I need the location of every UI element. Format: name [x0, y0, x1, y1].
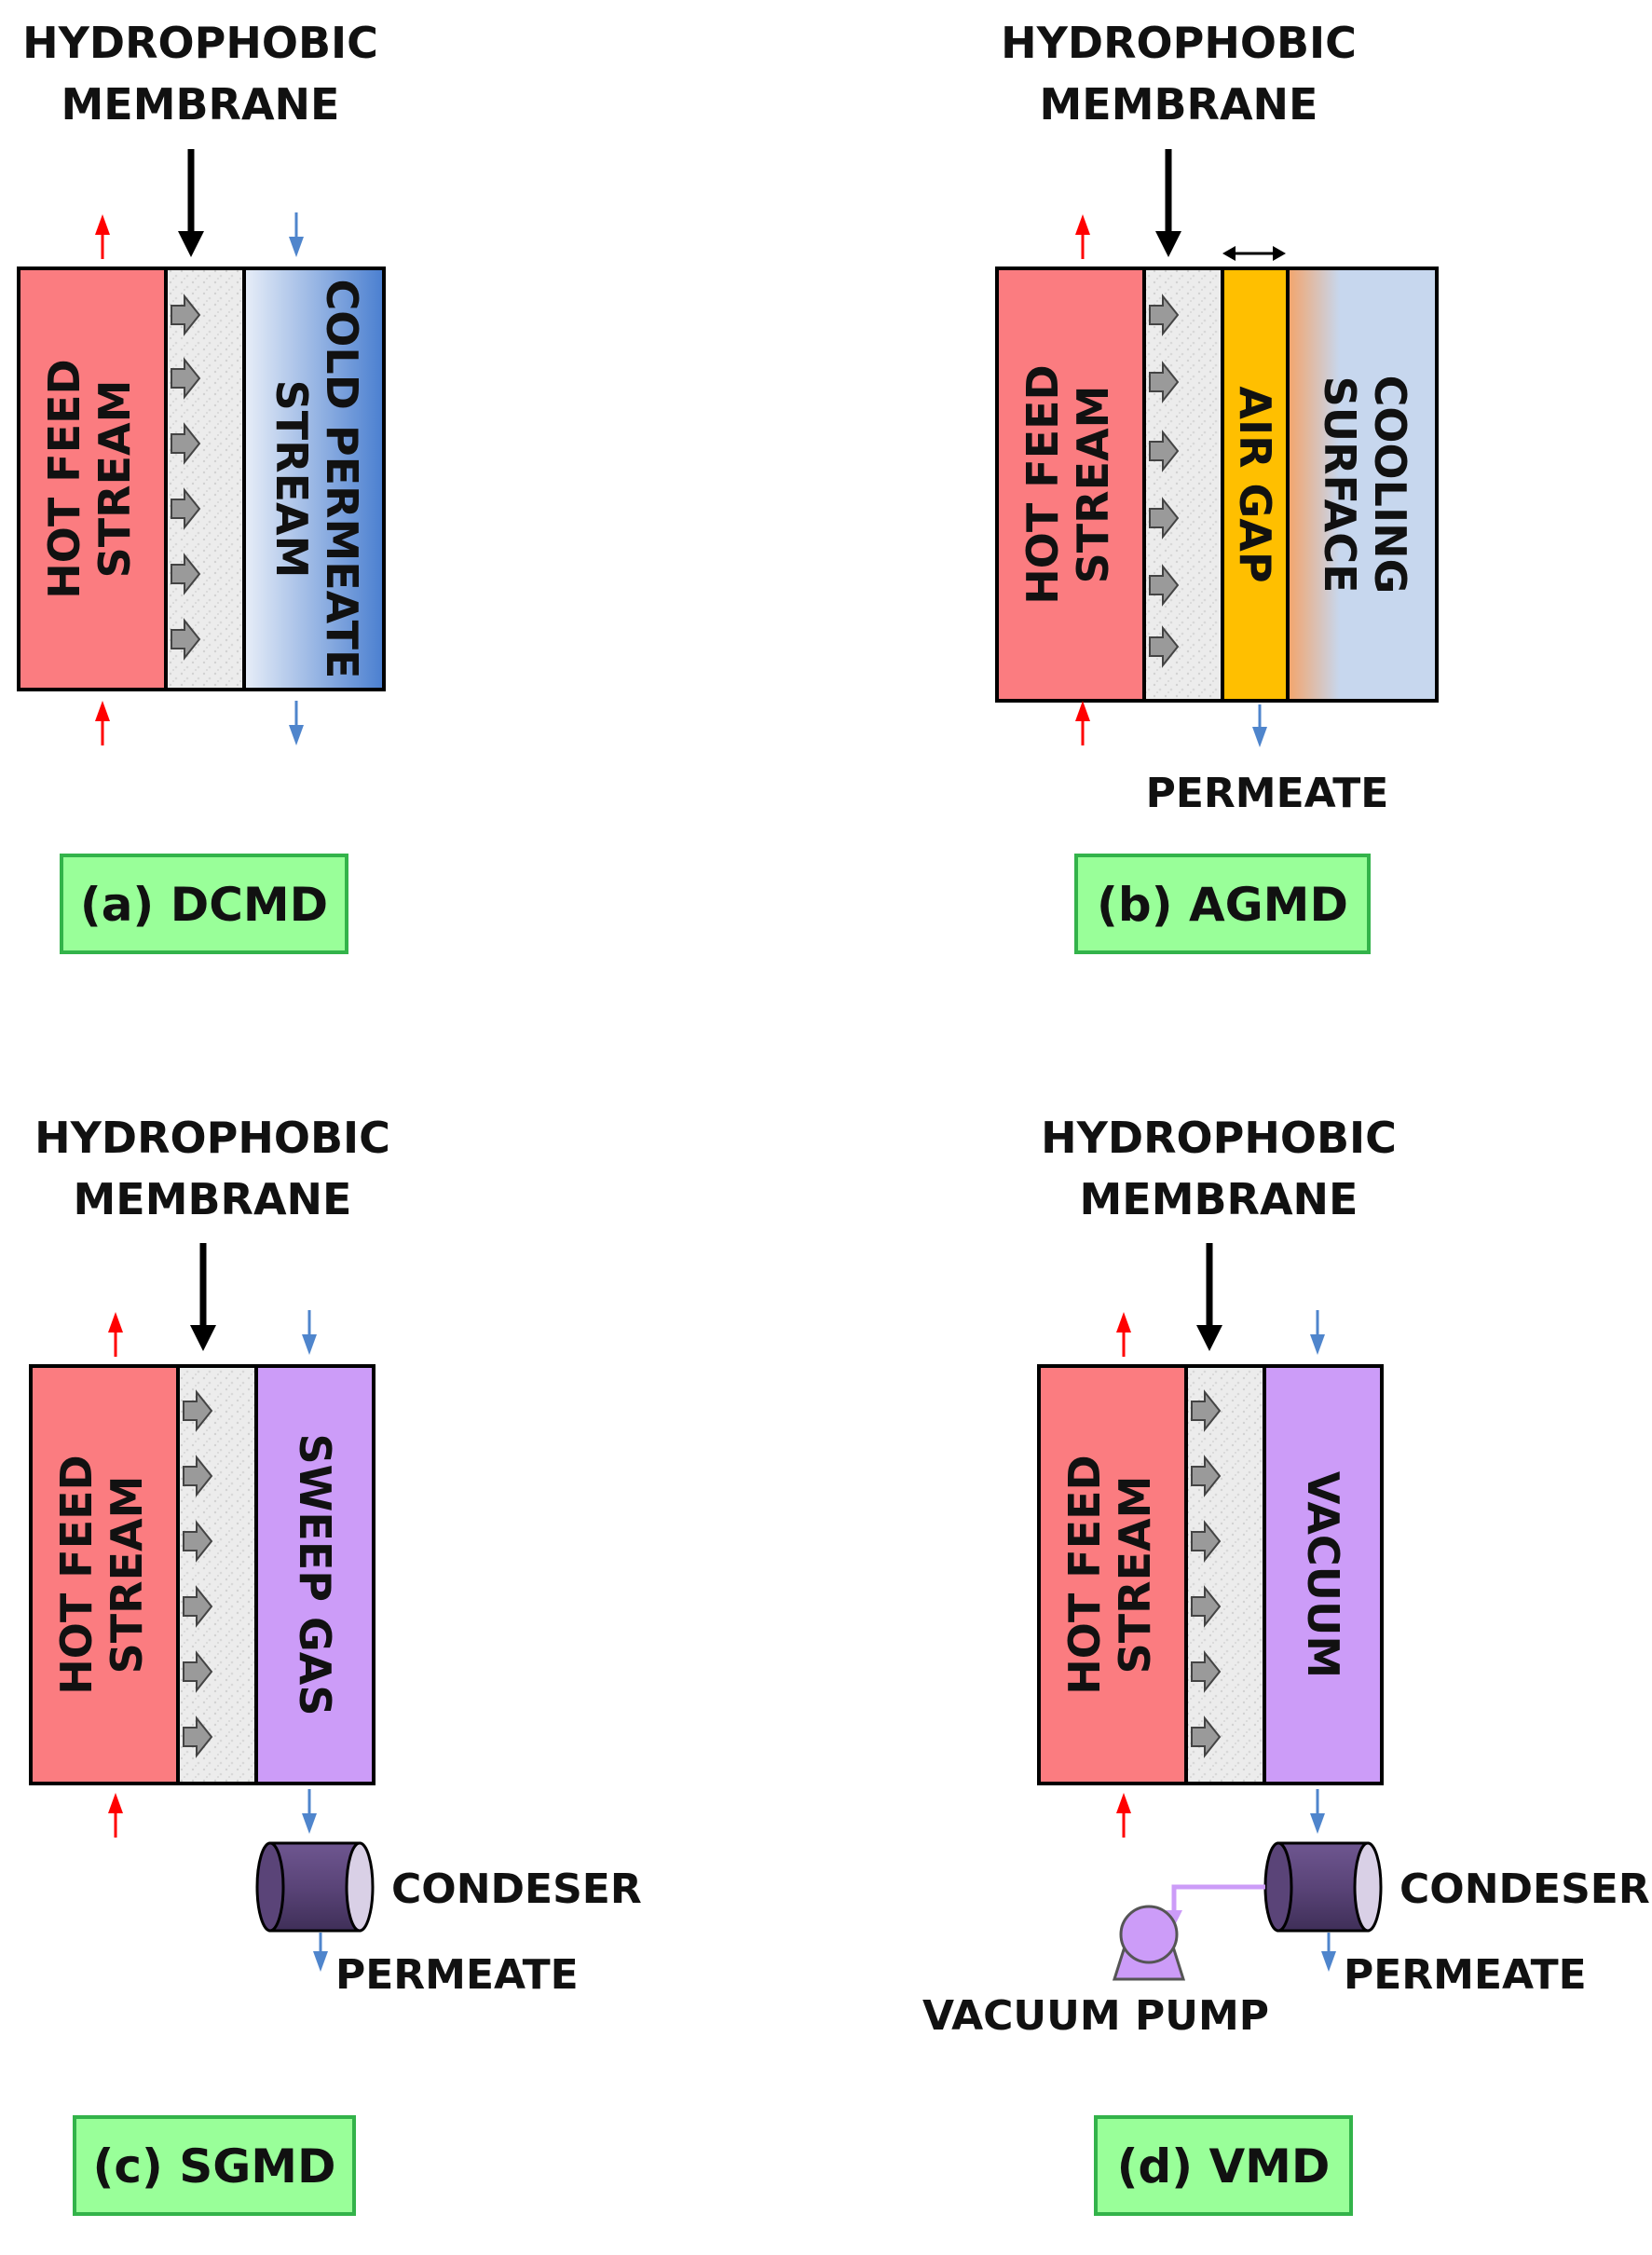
cold-arrow-top — [302, 1310, 317, 1355]
hot-arrow-bottom — [95, 701, 110, 745]
membrane-box — [1184, 1364, 1266, 1785]
header-membrane: MEMBRANE — [1040, 79, 1318, 130]
cooling-surface-box — [1286, 266, 1439, 703]
permeate-arrow — [1321, 1933, 1336, 1972]
membrane-pointer-arrow — [1155, 149, 1181, 257]
hot-arrow-top — [95, 214, 110, 259]
hot-feed-stream-box — [29, 1364, 180, 1785]
hot-feed-label-line1: HOT FEED — [1017, 364, 1068, 604]
membrane-box — [1142, 266, 1224, 703]
permeate-arrow — [313, 1933, 328, 1972]
hot-feed-stream-box — [1037, 1364, 1188, 1785]
cold-permeate-label-line1: COLD PERMEATE — [317, 280, 367, 679]
cold-permeate-stream-box — [242, 266, 386, 691]
condenser-icon — [1263, 1841, 1383, 1933]
vacuum-to-condenser-arrow — [1310, 1789, 1325, 1834]
cooling-label-line2: SURFACE — [1315, 376, 1365, 594]
caption-c: (c) SGMD — [92, 2139, 335, 2194]
vapor-arrows — [171, 294, 201, 661]
permeate-arrow — [1252, 704, 1267, 747]
caption-box-a — [60, 854, 348, 954]
cold-arrow-top — [1310, 1310, 1325, 1355]
membrane-box — [176, 1364, 258, 1785]
permeate-label: PERMEATE — [1344, 1951, 1587, 1999]
hot-feed-label-line2: STREAM — [1110, 1476, 1160, 1674]
hot-arrow-bottom — [108, 1793, 123, 1838]
air-gap-label: AIR GAP — [1230, 386, 1280, 582]
gas-to-condenser-arrow — [302, 1789, 317, 1834]
hot-arrow-top — [1116, 1312, 1131, 1357]
cold-permeate-label-line2: STREAM — [266, 380, 317, 579]
header-membrane: MEMBRANE — [61, 79, 340, 130]
sweep-gas-label: SWEEP GAS — [290, 1434, 340, 1716]
membrane-box — [164, 266, 246, 691]
caption-box-b — [1074, 854, 1371, 954]
condenser-label: CONDESER — [391, 1866, 642, 1913]
condenser-icon — [255, 1841, 375, 1933]
caption-d: (d) VMD — [1117, 2139, 1331, 2194]
hot-feed-stream-box — [17, 266, 168, 691]
caption-box-d — [1094, 2115, 1353, 2216]
hot-arrow-bottom — [1075, 701, 1090, 745]
header-hydrophobic: HYDROPHOBIC — [22, 18, 378, 68]
vapor-arrows — [183, 1389, 213, 1758]
gap-width-arrow — [1222, 246, 1286, 261]
vacuum-line-arrow — [1166, 1884, 1265, 1927]
vapor-arrows — [1191, 1389, 1222, 1758]
header-hydrophobic: HYDROPHOBIC — [1041, 1113, 1397, 1163]
hot-feed-label-line1: HOT FEED — [51, 1455, 102, 1694]
caption-a: (a) DCMD — [80, 878, 328, 932]
hot-feed-label-line2: STREAM — [102, 1476, 152, 1674]
vapor-arrows — [1149, 294, 1180, 668]
caption-b: (b) AGMD — [1097, 878, 1348, 932]
membrane-pointer-arrow — [190, 1243, 216, 1351]
permeate-label: PERMEATE — [1146, 770, 1389, 817]
cooling-label-line1: COOLING — [1365, 376, 1415, 594]
hot-arrow-top — [108, 1312, 123, 1357]
panel-b-agmd: HYDROPHOBIC MEMBRANE HOT FEED — [995, 18, 1439, 954]
hot-arrow-top — [1075, 214, 1090, 259]
panel-c-sgmd: HYDROPHOBIC MEMBRANE HOT FEED STREAM — [29, 1113, 642, 2216]
hot-arrow-bottom — [1116, 1793, 1131, 1838]
panel-d-vmd: HYDROPHOBIC MEMBRANE HOT FEED STREAM — [922, 1113, 1650, 2216]
header-hydrophobic: HYDROPHOBIC — [34, 1113, 390, 1163]
header-membrane: MEMBRANE — [74, 1174, 352, 1224]
cold-arrow-top — [289, 212, 304, 257]
vacuum-pump-icon — [1112, 1905, 1186, 1981]
header-hydrophobic: HYDROPHOBIC — [1001, 18, 1357, 68]
sweep-gas-box — [254, 1364, 375, 1785]
vacuum-pump-label: VACUUM PUMP — [922, 1992, 1269, 2040]
panel-a-dcmd: HYDROPHOBIC MEMBRANE HOT FEED STREAM — [17, 18, 386, 954]
vacuum-box — [1263, 1364, 1384, 1785]
hot-feed-label-line1: HOT FEED — [39, 359, 89, 598]
membrane-pointer-arrow — [178, 149, 204, 257]
hot-feed-label-line1: HOT FEED — [1059, 1455, 1110, 1694]
caption-box-c — [73, 2115, 356, 2216]
vacuum-label: VACUUM — [1298, 1471, 1348, 1678]
hot-feed-label-line2: STREAM — [1068, 386, 1118, 584]
permeate-label: PERMEATE — [335, 1951, 579, 1999]
condenser-label: CONDESER — [1399, 1866, 1650, 1913]
header-membrane: MEMBRANE — [1080, 1174, 1358, 1224]
membrane-pointer-arrow — [1196, 1243, 1222, 1351]
hot-feed-label-line2: STREAM — [89, 380, 140, 579]
cold-arrow-bottom — [289, 701, 304, 745]
